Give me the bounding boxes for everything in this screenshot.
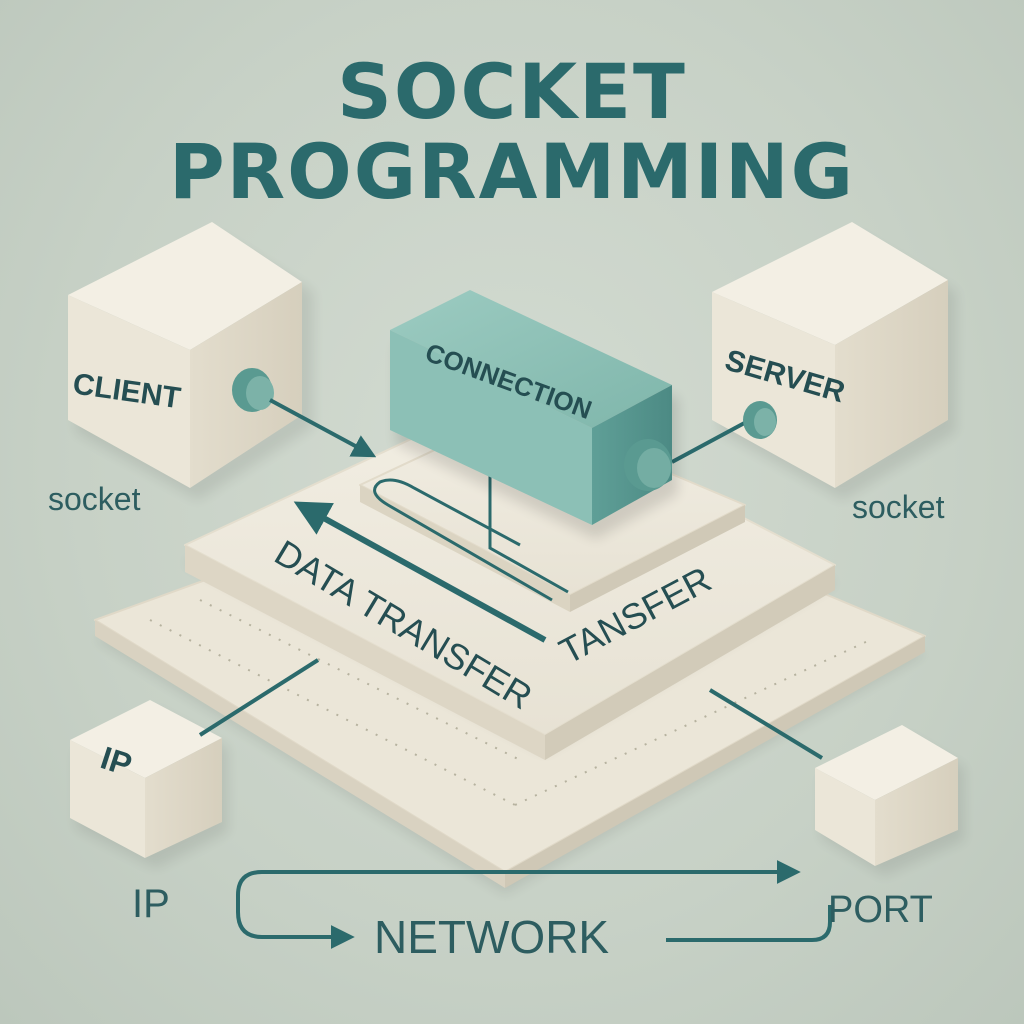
connection-node: CONNECTION [390, 290, 678, 539]
data-transfer-arrow [293, 470, 569, 643]
title-line-2: PROGRAMMING [169, 127, 855, 216]
network-label: NETWORK [374, 911, 609, 963]
ip-label: IP [132, 882, 170, 926]
ip-node: IP [70, 700, 228, 868]
server-socket-label: socket [852, 489, 945, 525]
server-node: SERVER [712, 222, 956, 500]
server-socket-connector [671, 401, 777, 464]
port-link [708, 688, 824, 760]
network-arrows [236, 860, 832, 949]
client-node: CLIENT [68, 222, 313, 500]
title-line-1: SOCKET [337, 47, 687, 136]
port-label: PORT [828, 889, 933, 931]
client-socket-label: socket [48, 481, 141, 517]
client-socket-connector [232, 368, 377, 458]
ip-link [198, 658, 320, 737]
port-node [815, 725, 964, 876]
